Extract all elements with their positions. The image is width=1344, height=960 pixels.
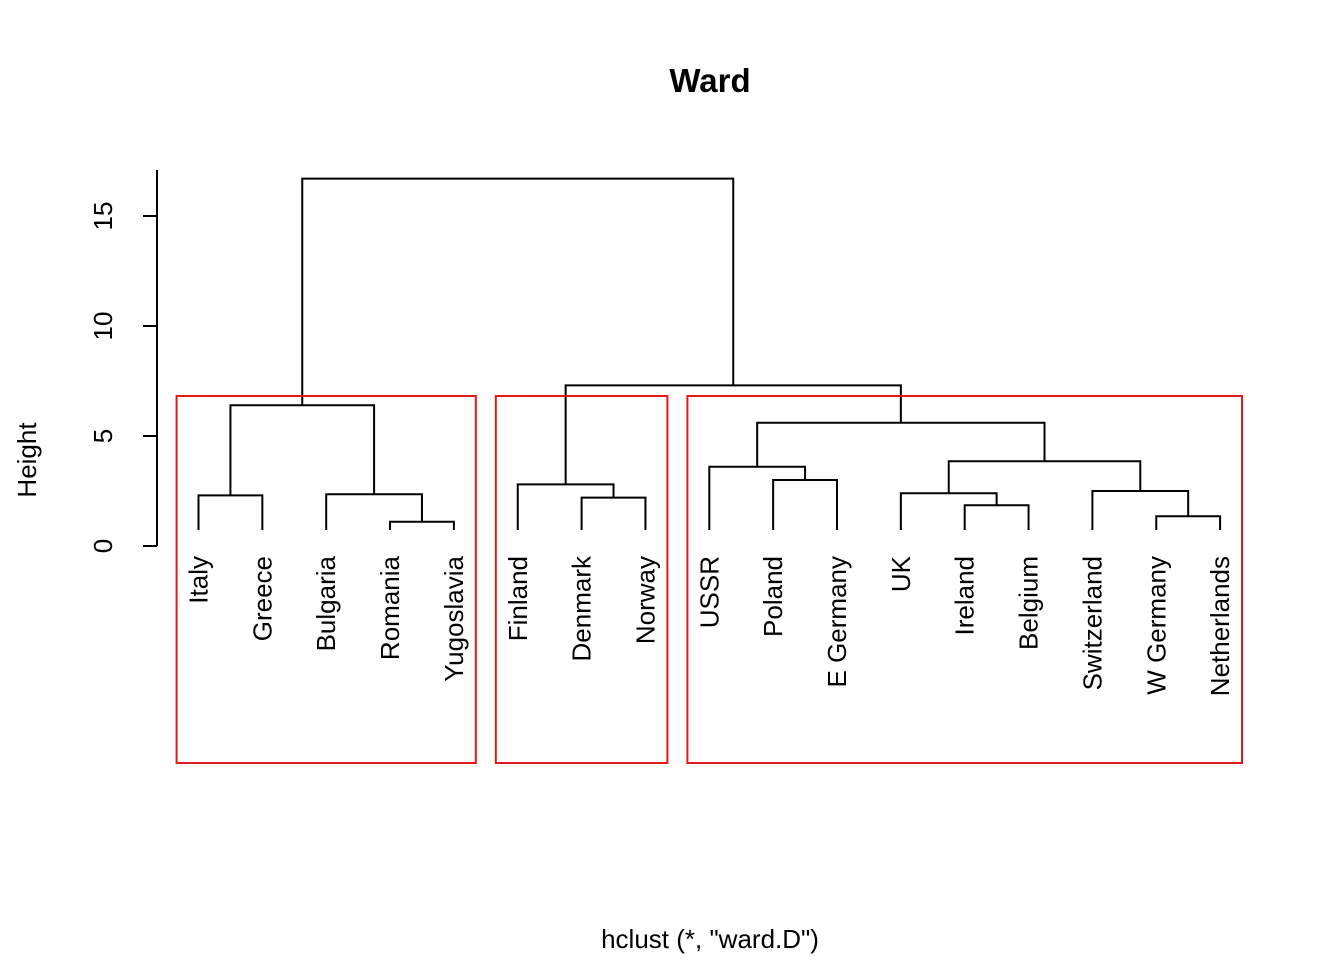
dendrogram-link bbox=[389, 520, 455, 530]
dendrogram-link bbox=[963, 504, 1030, 530]
y-tick-label: 0 bbox=[88, 539, 118, 553]
dendrogram-link bbox=[580, 496, 647, 530]
leaf-label: Denmark bbox=[567, 555, 597, 661]
leaf-label: Italy bbox=[184, 556, 214, 604]
leaf-label: USSR bbox=[694, 556, 724, 628]
leaf-label: Greece bbox=[247, 556, 277, 641]
leaf-label: Netherlands bbox=[1205, 556, 1235, 696]
dendrogram-link bbox=[229, 404, 376, 496]
leaf-label: Poland bbox=[758, 556, 788, 637]
y-axis: 0 5 10 15 bbox=[88, 170, 158, 553]
y-axis-label: Height bbox=[12, 422, 42, 498]
cluster-rects bbox=[175, 395, 1244, 764]
dendrogram-link bbox=[899, 492, 998, 530]
dendrogram-link bbox=[197, 494, 264, 530]
leaf-label: Finland bbox=[503, 556, 533, 641]
x-axis-label: hclust (*, "ward.D") bbox=[601, 924, 819, 954]
dendrogram-link bbox=[947, 460, 1142, 494]
leaf-label: UK bbox=[886, 555, 916, 592]
dendrogram-link bbox=[516, 483, 615, 530]
dendrogram-link bbox=[325, 493, 423, 530]
leaf-labels: Italy Greece Bulgaria Romania Yugoslavia Finl… bbox=[184, 555, 1236, 696]
y-tick-label: 15 bbox=[88, 202, 118, 231]
dendrogram-links bbox=[197, 177, 1222, 530]
cluster-rect bbox=[175, 395, 477, 764]
dendrogram-link bbox=[564, 384, 902, 485]
dendrogram-link bbox=[1091, 490, 1190, 530]
dendrogram-link bbox=[301, 177, 735, 406]
leaf-label: Norway bbox=[630, 556, 660, 644]
dendrogram-link bbox=[756, 421, 1046, 467]
y-tick-label: 10 bbox=[88, 312, 118, 341]
dendrogram-link bbox=[772, 479, 838, 530]
leaf-label: Bulgaria bbox=[311, 555, 341, 651]
leaf-label: Ireland bbox=[950, 556, 980, 636]
dendrogram-link bbox=[708, 465, 807, 530]
leaf-label: E Germany bbox=[822, 556, 852, 688]
leaf-label: Romania bbox=[375, 555, 405, 660]
cluster-rect bbox=[686, 395, 1244, 764]
dendrogram-link bbox=[1155, 515, 1222, 530]
leaf-label: Switzerland bbox=[1077, 556, 1107, 690]
y-tick-label: 5 bbox=[88, 429, 118, 443]
leaf-label: Yugoslavia bbox=[439, 555, 469, 681]
cluster-rect bbox=[494, 395, 669, 764]
chart-title: Ward bbox=[669, 62, 750, 99]
leaf-label: Belgium bbox=[1014, 556, 1044, 650]
leaf-label: W Germany bbox=[1141, 556, 1171, 695]
